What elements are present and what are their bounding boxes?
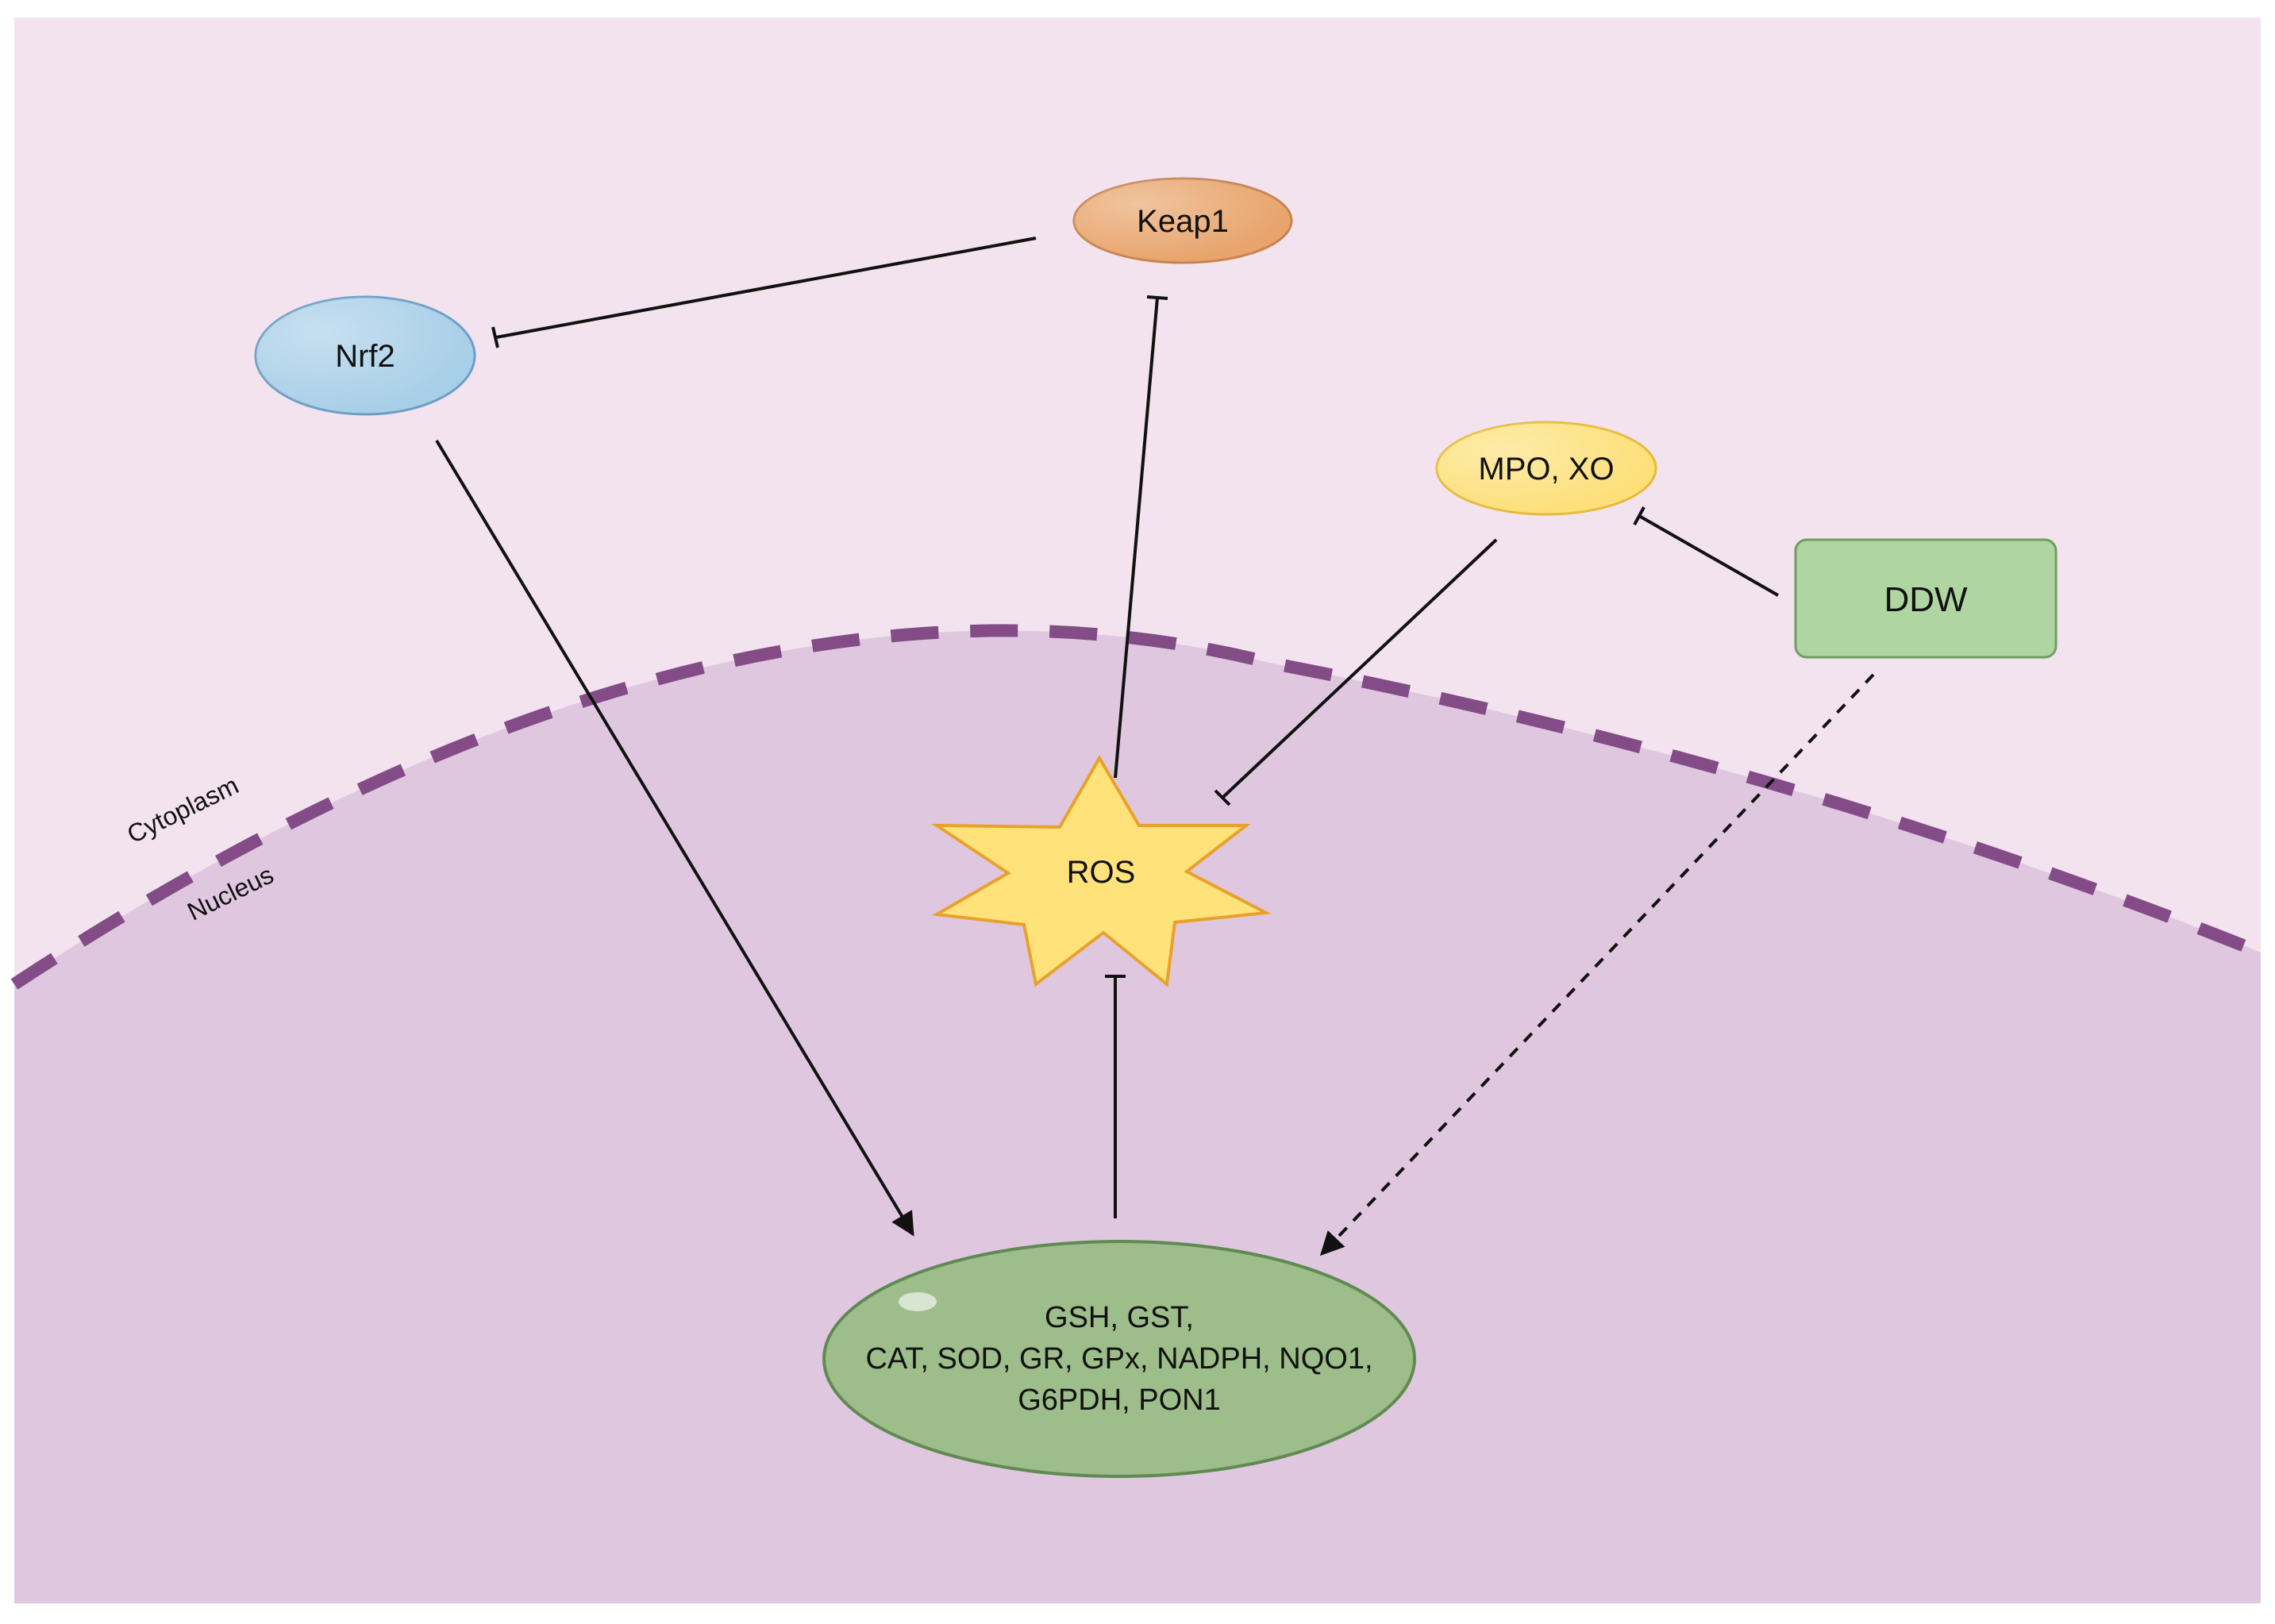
ros-node[interactable]: ROS xyxy=(931,755,1272,987)
enzymes-gloss xyxy=(899,1292,937,1311)
enzymes-label-line-1: GSH, GST, xyxy=(1045,1301,1194,1334)
ddw-shape xyxy=(1794,538,2058,659)
inhibition-bar-mpo-xo xyxy=(1633,506,1646,525)
inhibition-bar-ros-right xyxy=(1214,789,1231,806)
nucleus-region xyxy=(14,630,2261,1603)
mpo-xo-gloss xyxy=(1437,422,1656,514)
edge-ros-inhibits-keap1 xyxy=(1114,297,1159,779)
keap1-label: Keap1 xyxy=(1137,204,1229,239)
ros-star-shape xyxy=(931,755,1272,987)
keap1-gloss xyxy=(1074,179,1291,263)
nrf2-node[interactable]: Nrf2 xyxy=(254,295,476,416)
edge-ddw-activates-enzymes xyxy=(1319,673,1875,1256)
keap1-node[interactable]: Keap1 xyxy=(1072,177,1293,264)
edge-keap1-inhibits-nrf2 xyxy=(495,237,1037,339)
ddw-label: DDW xyxy=(1884,580,1968,619)
edge-nrf2-activates-enzymes xyxy=(435,439,914,1237)
edges: enzymes (dashed) --> xyxy=(435,237,1875,1256)
nuclear-membrane xyxy=(10,624,2263,990)
enzymes-node[interactable]: GSH, GST, CAT, SOD, GR, GPx, NADPH, NQO1… xyxy=(822,1240,1416,1478)
edge-ddw-inhibits-mpo-xo xyxy=(1638,514,1779,597)
enzymes-shape xyxy=(822,1240,1416,1478)
inhibition-bar-keap1 xyxy=(1146,295,1168,300)
edge-mpo-xo-inhibits-ros xyxy=(1221,538,1498,799)
enzymes-label-line-3: G6PDH, PON1 xyxy=(1018,1383,1221,1417)
enzymes-label-line-2: CAT, SOD, GR, GPx, NADPH, NQO1, xyxy=(865,1342,1372,1376)
mpo-xo-label: MPO, XO xyxy=(1478,452,1614,487)
inhibition-bar-nrf2 xyxy=(491,326,499,348)
mpo-xo-node[interactable]: MPO, XO xyxy=(1435,421,1657,516)
nrf2-label: Nrf2 xyxy=(335,339,395,374)
ddw-node[interactable]: DDW xyxy=(1794,538,2058,659)
nrf2-gloss xyxy=(256,297,475,414)
ros-label: ROS xyxy=(1067,855,1136,890)
